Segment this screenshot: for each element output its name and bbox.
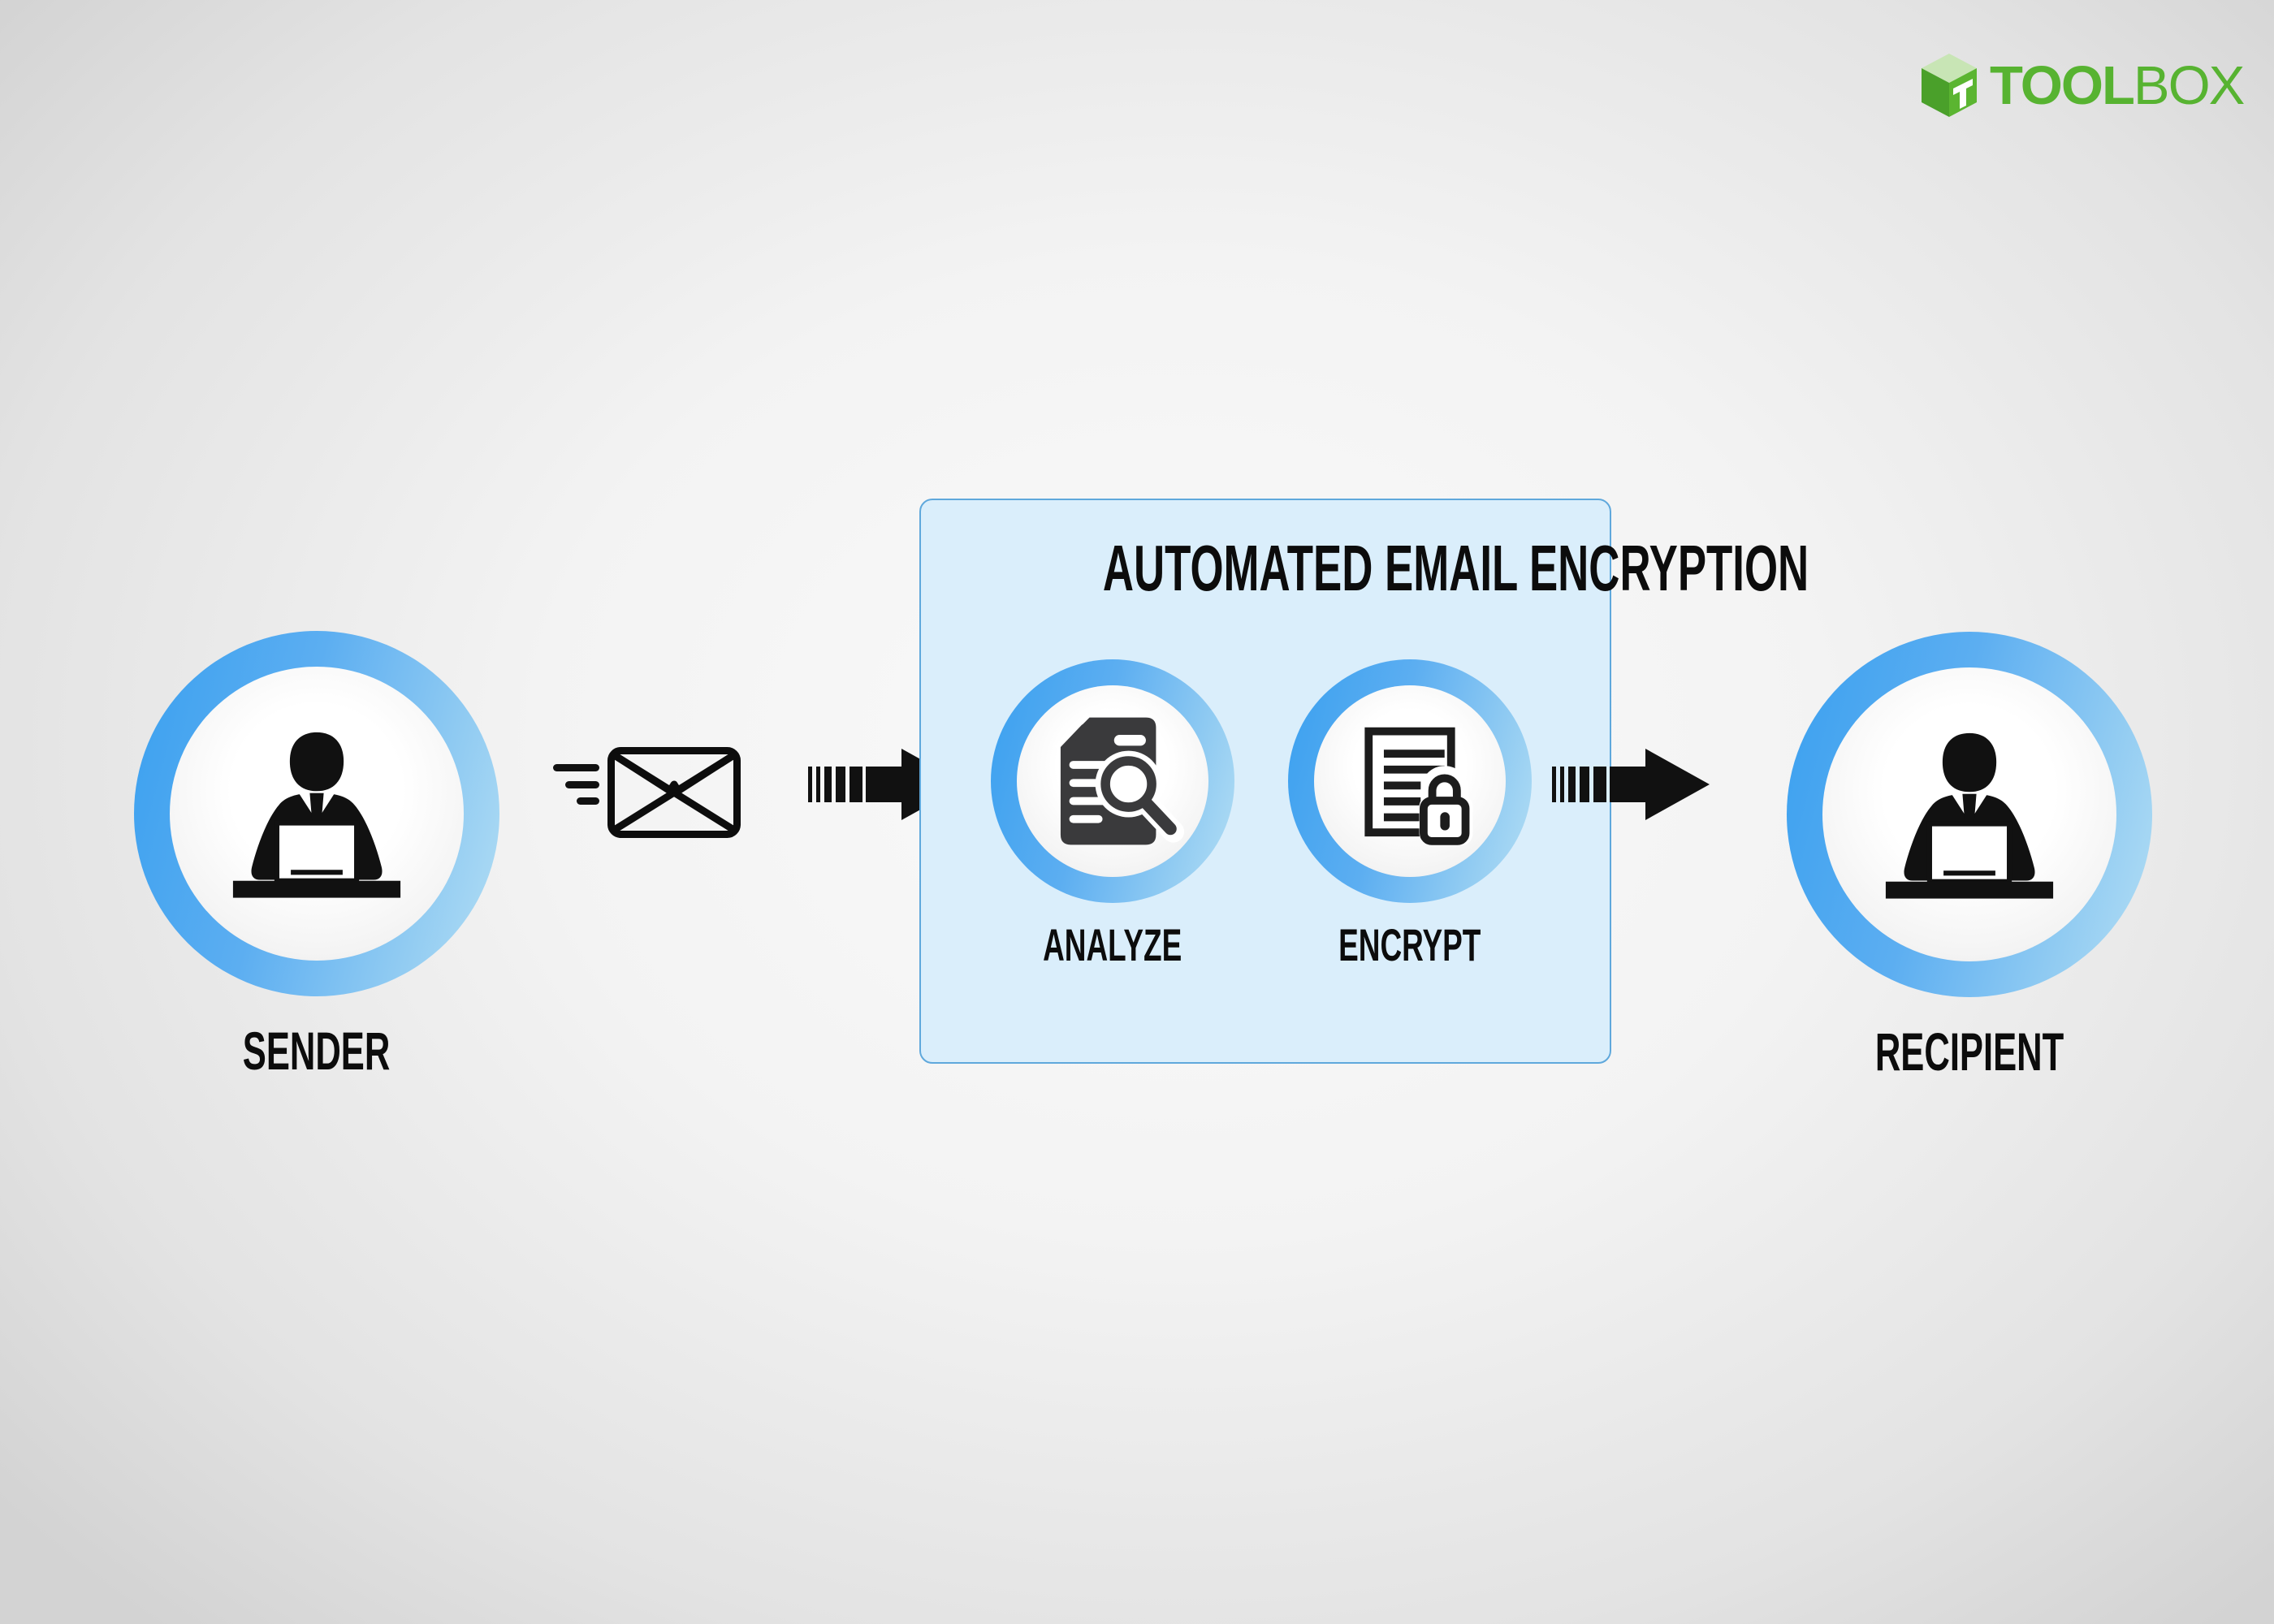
person-at-laptop-icon xyxy=(1885,732,2054,899)
brand-word-light: BOX xyxy=(2133,54,2245,116)
step-encrypt: ENCRYPT xyxy=(1288,659,1532,968)
sender-label-wrap: SENDER xyxy=(134,1024,499,1078)
encrypt-circle-ring xyxy=(1288,659,1532,903)
process-box-title: AUTOMATED EMAIL ENCRYPTION xyxy=(1102,532,1809,604)
recipient-node: RECIPIENT xyxy=(1787,632,2152,1078)
striped-arrow-right-icon xyxy=(1552,749,1710,820)
toolbox-logo: TOOLBOX xyxy=(1918,50,2245,120)
envelope-icon xyxy=(553,747,741,838)
encrypt-label-wrap: ENCRYPT xyxy=(1288,922,1532,968)
cube-icon xyxy=(1922,54,1977,117)
analyze-circle-ring xyxy=(991,659,1234,903)
brand-word-bold: TOOL xyxy=(1990,54,2135,116)
process-box-title-wrap: AUTOMATED EMAIL ENCRYPTION xyxy=(921,525,1809,612)
analyze-circle-inner xyxy=(1017,685,1208,877)
person-at-laptop-icon xyxy=(232,732,401,898)
recipient-circle-inner xyxy=(1822,667,2116,961)
recipient-label-wrap: RECIPIENT xyxy=(1787,1025,2152,1078)
recipient-circle-ring xyxy=(1787,632,2152,997)
document-search-icon xyxy=(1054,712,1185,845)
sender-node: SENDER xyxy=(134,631,499,1078)
analyze-label: ANALYZE xyxy=(1043,919,1182,970)
sender-circle-inner xyxy=(170,667,464,961)
encrypt-circle-inner xyxy=(1314,685,1506,877)
sender-label: SENDER xyxy=(243,1021,391,1081)
encryption-process-box: AUTOMATED EMAIL ENCRYPTION xyxy=(919,499,1809,1064)
document-lock-icon xyxy=(1364,727,1473,846)
brand-wordmark: TOOLBOX xyxy=(1990,54,2245,117)
speed-lines-icon xyxy=(553,764,599,805)
sender-circle-ring xyxy=(134,631,499,996)
encrypt-label: ENCRYPT xyxy=(1338,919,1481,970)
step-analyze: ANALYZE xyxy=(991,659,1234,968)
analyze-label-wrap: ANALYZE xyxy=(991,922,1234,968)
recipient-label: RECIPIENT xyxy=(1874,1021,2064,1082)
